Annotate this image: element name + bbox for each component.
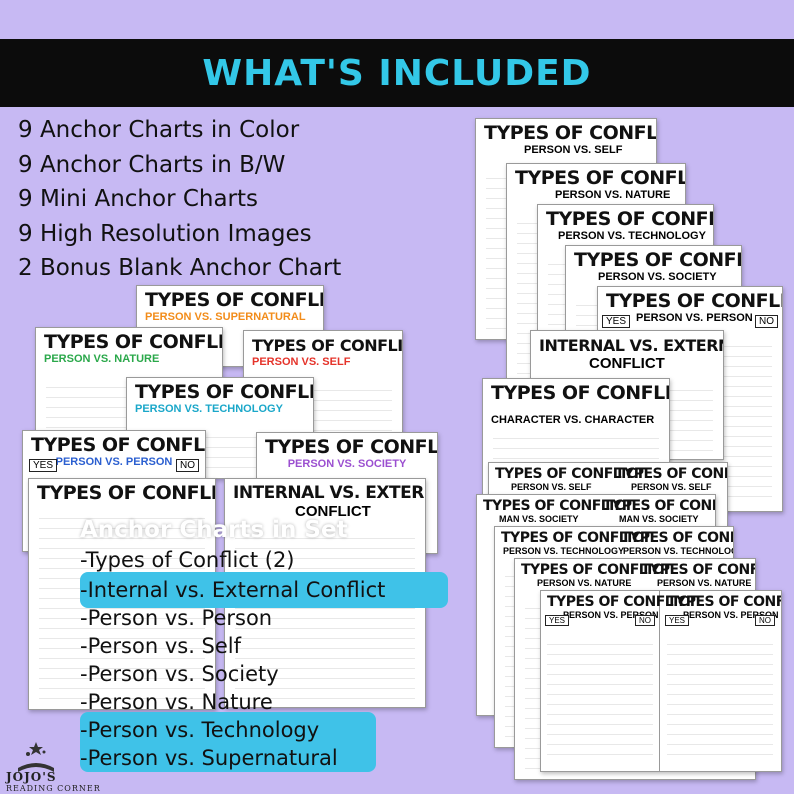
set-title: Anchor Charts in Set — [80, 517, 348, 543]
card-subtitle: PERSON VS. SELF — [631, 482, 712, 492]
card-title: TYPES OF CONFLICT — [491, 382, 670, 404]
card-title: TYPES OF CONFLICT — [135, 381, 314, 403]
card-title: TYPES OF CONFLICT — [547, 594, 697, 610]
card-title: TYPES OF CONFLICT — [603, 498, 715, 514]
card-title: TYPES OF CONFLICT — [606, 290, 782, 312]
card-title: TYPES OF CONFLICT — [44, 331, 223, 353]
card-title: TYPES OF CONFLICT — [574, 249, 741, 271]
card-body — [547, 635, 653, 763]
card-subtitle: PERSON VS. TECHNOLOGY — [135, 403, 283, 415]
mini-sheet: TYPES OF CONFLICT PERSON VS. PERSON YES … — [540, 590, 782, 772]
mini-card: TYPES OF CONFLICT PERSON VS. SELF — [489, 463, 645, 492]
yes-label: YES — [602, 315, 631, 328]
card-subtitle: PERSON VS. SELF — [511, 482, 592, 492]
card-title: TYPES OF CONFLICT — [515, 167, 685, 189]
yes-label: YES — [665, 615, 690, 626]
set-item: -Types of Conflict (2) — [80, 548, 295, 572]
card-subtitle: PERSON VS. TECHNOLOGY — [623, 546, 734, 556]
included-item: 9 High Resolution Images — [18, 220, 312, 247]
mini-card: TYPES OF CONFLICT PERSON VS. TECHNOLOGY — [495, 527, 651, 556]
card-subtitle: PERSON VS. NATURE — [657, 578, 752, 588]
card-title: TYPES OF CONFLICT — [621, 530, 733, 546]
card-subtitle: PERSON VS. SOCIETY — [598, 271, 717, 283]
card-subtitle: CONFLICT — [295, 503, 371, 520]
no-label: NO — [755, 615, 775, 626]
card-subtitle: PERSON VS. PERSON — [636, 312, 753, 324]
mini-card: TYPES OF CONFLICT PERSON VS. NATURE — [515, 559, 671, 588]
card-subtitle: PERSON VS. TECHNOLOGY — [503, 546, 625, 556]
logo-icon — [18, 742, 54, 772]
no-label: NO — [755, 315, 778, 328]
card-title: TYPES OF CONFLICT — [483, 498, 633, 514]
card-subtitle: PERSON VS. PERSON — [683, 610, 779, 620]
card-body — [235, 529, 415, 699]
card-subtitle: PERSON VS. SOCIETY — [287, 458, 407, 470]
set-item: -Person vs. Nature — [80, 690, 273, 714]
set-item: -Person vs. Person — [80, 606, 273, 630]
card-subtitle: PERSON VS. SELF — [252, 356, 351, 368]
yes-label: YES — [29, 459, 58, 472]
card-subtitle: CHARACTER VS. CHARACTER — [491, 414, 655, 426]
mini-card: TYPES OF CONFLICT PERSON VS. PERSON YES … — [661, 591, 782, 771]
card-subtitle: PERSON VS. NATURE — [537, 578, 632, 588]
set-item: -Person vs. Technology — [80, 718, 320, 742]
card-title: TYPES OF CONFLICT — [641, 562, 756, 578]
mini-card: TYPES OF CONFLICT MAN VS. SOCIETY — [597, 495, 715, 524]
card-subtitle: PERSON VS. SUPERNATURAL — [145, 311, 306, 323]
set-item: -Internal vs. External Conflict — [80, 578, 386, 602]
card-subtitle: PERSON VS. SELF — [524, 144, 623, 156]
card-subtitle: PERSON VS. TECHNOLOGY — [558, 230, 706, 242]
card-title: TYPES OF CONFLICT — [252, 336, 403, 355]
included-item: 9 Anchor Charts in B/W — [18, 151, 286, 178]
card-title: TYPES OF CONFLICT — [495, 466, 645, 482]
included-item: 2 Bonus Blank Anchor Chart — [18, 255, 342, 281]
mini-card: TYPES OF CONFLICT PERSON VS. NATURE — [635, 559, 756, 588]
card-title: TYPES OF CONFLICT — [31, 434, 205, 456]
logo-subtitle: READING CORNER — [6, 784, 101, 793]
card-subtitle: MAN VS. SOCIETY — [499, 514, 579, 524]
yes-label: YES — [545, 615, 570, 626]
card-title: INTERNAL VS. EXTERNAL — [539, 336, 723, 355]
set-item: -Person vs. Society — [80, 662, 279, 686]
mini-card: TYPES OF CONFLICT PERSON VS. PERSON YES … — [541, 591, 697, 771]
mini-card: TYPES OF CONFLICT PERSON VS. SELF — [609, 463, 727, 492]
highlight-bar — [80, 712, 376, 772]
card-title: TYPES OF CONFLICT — [667, 594, 782, 610]
logo-title: JOJO'S — [6, 770, 57, 784]
card-title: TYPES OF CONFLICT — [265, 436, 438, 458]
card-title: INTERNAL VS. EXTERNAL — [233, 483, 425, 503]
card-subtitle: PERSON VS. NATURE — [555, 189, 671, 201]
set-item: -Person vs. Supernatural — [80, 746, 338, 770]
included-list: 9 Anchor Charts in Color 9 Anchor Charts… — [18, 113, 341, 286]
card-title: TYPES OF CONFLICT — [546, 208, 713, 230]
card-title: TYPES OF CONFLICT — [37, 482, 216, 504]
mini-card: TYPES OF CONFLICT MAN VS. SOCIETY — [477, 495, 633, 524]
set-item: -Person vs. Self — [80, 634, 242, 658]
card-title: TYPES OF CONFLICT — [615, 466, 727, 482]
banner-title: WHAT'S INCLUDED — [202, 52, 592, 94]
card-subtitle: PERSON VS. PERSON — [55, 456, 173, 468]
card-subtitle: PERSON VS. NATURE — [44, 353, 160, 365]
card-subtitle: PERSON VS. PERSON — [563, 610, 659, 620]
included-item: 9 Mini Anchor Charts — [18, 186, 259, 212]
card-title: TYPES OF CONFLICT — [521, 562, 671, 578]
card-title: TYPES OF CONFLICT — [484, 122, 657, 144]
banner: WHAT'S INCLUDED — [0, 39, 794, 107]
card-title: TYPES OF CONFLICT — [145, 289, 324, 311]
card-subtitle: MAN VS. SOCIETY — [619, 514, 699, 524]
no-label: NO — [176, 459, 199, 472]
included-item: 9 Anchor Charts in Color — [18, 117, 300, 143]
no-label: NO — [635, 615, 655, 626]
card-title: TYPES OF CONFLICT — [501, 530, 651, 546]
card-body — [667, 635, 773, 763]
logo-text: JOJO'S READING CORNER — [6, 770, 101, 793]
mini-card: TYPES OF CONFLICT PERSON VS. TECHNOLOGY — [615, 527, 733, 556]
card-subtitle: CONFLICT — [589, 355, 665, 372]
highlight-bar — [80, 572, 448, 608]
